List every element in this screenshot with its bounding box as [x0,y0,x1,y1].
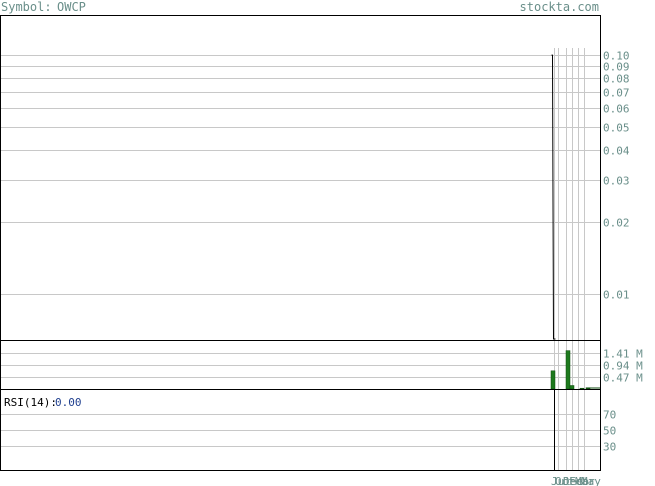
price-tick-label: 0.04 [603,145,630,158]
price-tick-label: 0.07 [603,87,630,100]
outer-frame [0,15,601,471]
brand-label: stockta.com [520,0,599,14]
symbol-label: Symbol: [1,0,52,14]
volume-bar [569,385,575,390]
rsi-tick-label: 30 [603,441,616,454]
volume-bar [550,370,556,390]
volume-bar [565,350,571,390]
rsi-label: RSI(14): [4,396,57,409]
price-tick-label: 0.03 [603,175,630,188]
panel-frames [0,15,601,471]
price-tick-label: 0.08 [603,73,630,86]
axis-labels: 0.01 0.02 0.03 0.04 0.05 0.06 0.070.080.090.10… [551,50,643,486]
volume-tick-label: 0.47 M [603,372,643,385]
vertical-gridlines [554,48,585,470]
rsi-tick-label: 70 [603,409,616,422]
x-tick-label: Feb [569,475,589,486]
rsi-panel-grid [0,414,600,447]
price-tick-label: 0.05 [603,122,630,135]
price-tick-label: 0.01 [603,289,630,302]
price-tick-label: 0.10 [603,50,630,63]
volume-panel-grid [0,353,600,378]
price-panel-grid [0,55,600,295]
x-tick-label: Oct [555,475,575,486]
rsi-tick-label: 50 [603,425,616,438]
volume-bar [579,387,585,390]
price-tick-label: 0.09 [603,61,630,74]
x-tick-label: Mar [575,475,595,486]
rsi-value: 0.00 [55,396,82,409]
symbol-value: OWCP [57,0,86,14]
price-line [551,54,556,340]
price-tick-label: 0.02 [603,217,630,230]
x-tick-label: Jul [551,475,571,486]
x-tick-label: Dec [563,475,583,486]
x-tick-label: May [581,475,601,486]
volume-tick-label: 0.94 M [603,360,643,373]
volume-tick-label: 1.41 M [603,348,643,361]
price-tick-label: 0.06 [603,103,630,116]
